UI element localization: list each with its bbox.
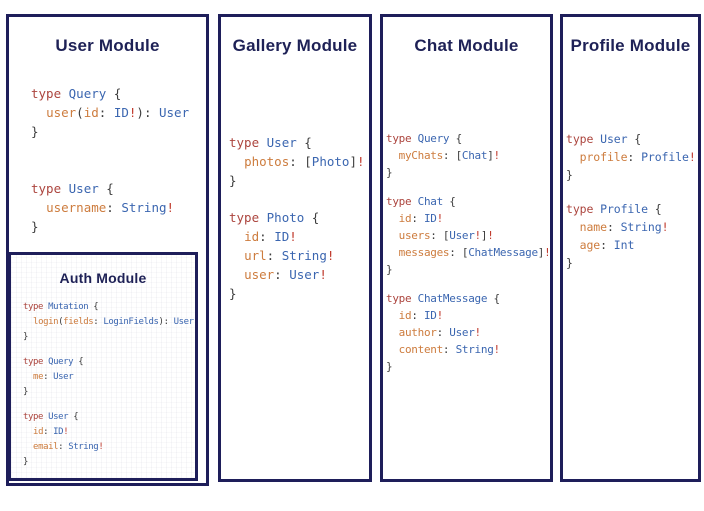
code-line: } xyxy=(386,166,393,179)
code-line: age: Int xyxy=(579,238,635,252)
code-line: author: User! xyxy=(398,326,482,339)
code-line: type Photo { xyxy=(229,210,320,225)
code-line: user: User! xyxy=(244,267,327,282)
code-line: type User { xyxy=(566,132,642,146)
code-line: profile: Profile! xyxy=(579,150,696,164)
code-line: id: ID! xyxy=(244,229,297,244)
code-block: type Profile { name: String! age: Int} xyxy=(566,200,698,272)
code-line: id: ID! xyxy=(33,427,69,437)
panel-chat-module: Chat Module type Query { myChats: [Chat]… xyxy=(380,14,553,482)
code-line: } xyxy=(566,168,573,182)
code-line: messages: [ChatMessage]! xyxy=(398,246,551,259)
code-block: type User { id: ID! email: String!} xyxy=(23,410,195,470)
code-user-module: type Query { user(id: ID!): User}type Us… xyxy=(9,84,206,236)
panel-title-auth-module: Auth Module xyxy=(59,270,147,286)
code-line: type Query { xyxy=(23,357,84,367)
code-line: } xyxy=(23,387,29,397)
panel-gallery-module: Gallery Module type User { photos: [Phot… xyxy=(218,14,372,482)
panel-title-chat-module: Chat Module xyxy=(414,36,519,55)
code-block: type Query { user(id: ID!): User} xyxy=(31,84,206,141)
code-line: type User { xyxy=(23,412,79,422)
code-line: } xyxy=(23,332,29,342)
code-block: type Mutation { login(fields: LoginField… xyxy=(23,300,195,345)
code-line: } xyxy=(31,219,39,234)
code-block: type Chat { id: ID! users: [User!]! mess… xyxy=(386,193,551,278)
code-block: type User { photos: [Photo]!} xyxy=(229,133,369,190)
code-block: type Query { me: User} xyxy=(23,355,195,400)
code-line: login(fields: LoginFields): User xyxy=(33,317,194,327)
code-line: } xyxy=(23,457,29,467)
code-line: name: String! xyxy=(579,220,669,234)
panel-profile-module: Profile Module type User { profile: Prof… xyxy=(560,14,701,482)
code-line: me: User xyxy=(33,372,74,382)
panel-title-gallery-module: Gallery Module xyxy=(232,36,358,55)
code-block: type Photo { id: ID! url: String! user: … xyxy=(229,208,369,303)
code-line: email: String! xyxy=(33,442,104,452)
code-block: type Query { myChats: [Chat]!} xyxy=(386,130,550,181)
code-line: type User { xyxy=(229,135,312,150)
code-profile-module: type User { profile: Profile!}type Profi… xyxy=(563,130,698,272)
code-line: type Query { xyxy=(386,132,462,145)
panel-auth-module: Auth Module type Mutation { login(fields… xyxy=(8,252,198,481)
code-line: } xyxy=(386,263,393,276)
code-block: type User { profile: Profile!} xyxy=(566,130,698,184)
code-block: type User { username: String!} xyxy=(31,179,206,236)
code-line: } xyxy=(566,256,573,270)
code-line: url: String! xyxy=(244,248,335,263)
panel-title-user-module: User Module xyxy=(55,36,160,55)
code-line: type Profile { xyxy=(566,202,662,216)
code-line: type Mutation { xyxy=(23,302,99,312)
code-line: content: String! xyxy=(398,343,501,356)
code-line: username: String! xyxy=(46,200,175,215)
code-line: type Query { xyxy=(31,86,122,101)
code-auth-module: type Mutation { login(fields: LoginField… xyxy=(11,300,195,470)
panel-title-profile-module: Profile Module xyxy=(570,36,691,55)
code-line: } xyxy=(229,286,237,301)
code-line: id: ID! xyxy=(398,212,444,225)
code-line: myChats: [Chat]! xyxy=(398,149,501,162)
code-line: photos: [Photo]! xyxy=(244,154,365,169)
code-line: } xyxy=(229,173,237,188)
code-line: } xyxy=(31,124,39,139)
code-line: type Chat { xyxy=(386,195,456,208)
code-block: type ChatMessage { id: ID! author: User!… xyxy=(386,290,550,375)
code-line: users: [User!]! xyxy=(398,229,494,242)
code-gallery-module: type User { photos: [Photo]!}type Photo … xyxy=(221,133,369,303)
code-line: type User { xyxy=(31,181,114,196)
code-line: } xyxy=(386,360,393,373)
code-line: type ChatMessage { xyxy=(386,292,500,305)
code-line: id: ID! xyxy=(398,309,444,322)
code-line: user(id: ID!): User xyxy=(46,105,190,120)
code-chat-module: type Query { myChats: [Chat]!}type Chat … xyxy=(383,130,551,375)
